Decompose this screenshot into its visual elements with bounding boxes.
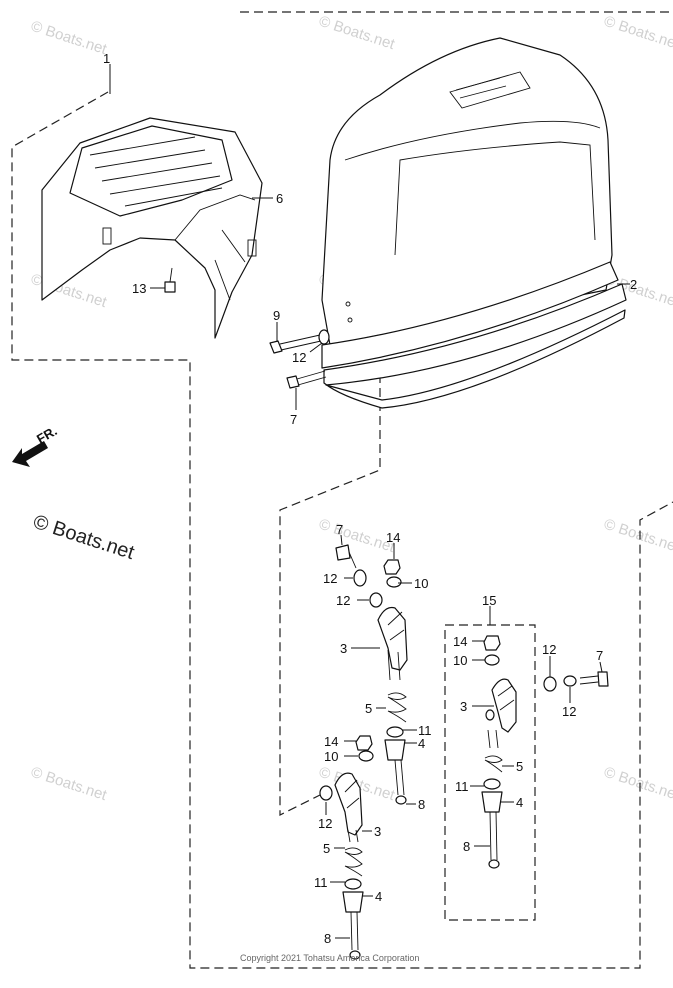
watermark: © Boats.net [317, 13, 398, 54]
callout-label: 14 [386, 530, 400, 545]
callout-label: 7 [336, 522, 343, 537]
watermark-main: © Boats.net [30, 511, 137, 564]
latch-group-boundary [279, 290, 381, 816]
callout-label: 5 [516, 759, 523, 774]
callout-label: 12 [323, 571, 337, 586]
callout-label: 12 [562, 704, 576, 719]
watermark: © Boats.net [29, 18, 110, 59]
callout-labels: 1 2 6 13 9 12 7 7 14 12 10 12 3 5 11 14 … [103, 51, 637, 946]
callout-label: 8 [324, 931, 331, 946]
callout-label: 3 [340, 641, 347, 656]
watermark: © Boats.net [29, 764, 110, 805]
side-fasteners [543, 671, 609, 692]
callout-label: 1 [103, 51, 110, 66]
direction-label: FR. [34, 423, 60, 446]
left-latch-assembly [335, 544, 408, 805]
callout-label: 14 [453, 634, 467, 649]
callout-label: 11 [455, 779, 469, 794]
callout-label: 3 [374, 824, 381, 839]
callout-label: 5 [323, 841, 330, 856]
assembly-boundary [11, 91, 673, 969]
leader-lines [109, 64, 630, 939]
callout-label: 15 [482, 593, 496, 608]
latch-kit-boundary [444, 624, 536, 921]
callout-label: 9 [273, 308, 280, 323]
latch-kit-assembly [481, 635, 517, 869]
callout-label: 4 [516, 795, 523, 810]
front-direction-indicator: FR. [12, 423, 60, 467]
watermark: © Boats.net [602, 13, 673, 54]
callout-label: 4 [375, 889, 382, 904]
callout-label: 12 [318, 816, 332, 831]
callout-label: 10 [453, 653, 467, 668]
callout-label: 11 [314, 875, 328, 890]
callout-label: 10 [414, 576, 428, 591]
screw-part [164, 267, 176, 293]
callout-label: 12 [542, 642, 556, 657]
copyright-text: Copyright 2021 Tohatsu America Corporati… [240, 953, 419, 963]
cowling-fasteners [269, 329, 330, 389]
callout-label: 6 [276, 191, 283, 206]
cowling-part [321, 37, 627, 409]
callout-label: 5 [365, 701, 372, 716]
group-boundaries [11, 11, 673, 969]
watermark: © Boats.net [602, 516, 673, 557]
lower-latch-assembly [319, 735, 374, 960]
watermark: © Boats.net [602, 764, 673, 805]
callout-label: 11 [418, 723, 432, 738]
callout-label: 4 [418, 736, 425, 751]
cover-tray-part [41, 117, 263, 339]
callout-label: 3 [460, 699, 467, 714]
callout-label: 14 [324, 734, 338, 749]
callout-label: 12 [292, 350, 306, 365]
callout-label: 12 [336, 593, 350, 608]
callout-label: 10 [324, 749, 338, 764]
callout-label: 7 [596, 648, 603, 663]
callout-label: 2 [630, 277, 637, 292]
callout-label: 7 [290, 412, 297, 427]
callout-label: 8 [463, 839, 470, 854]
callout-label: 13 [132, 281, 146, 296]
callout-label: 8 [418, 797, 425, 812]
arrow-icon [12, 441, 48, 467]
